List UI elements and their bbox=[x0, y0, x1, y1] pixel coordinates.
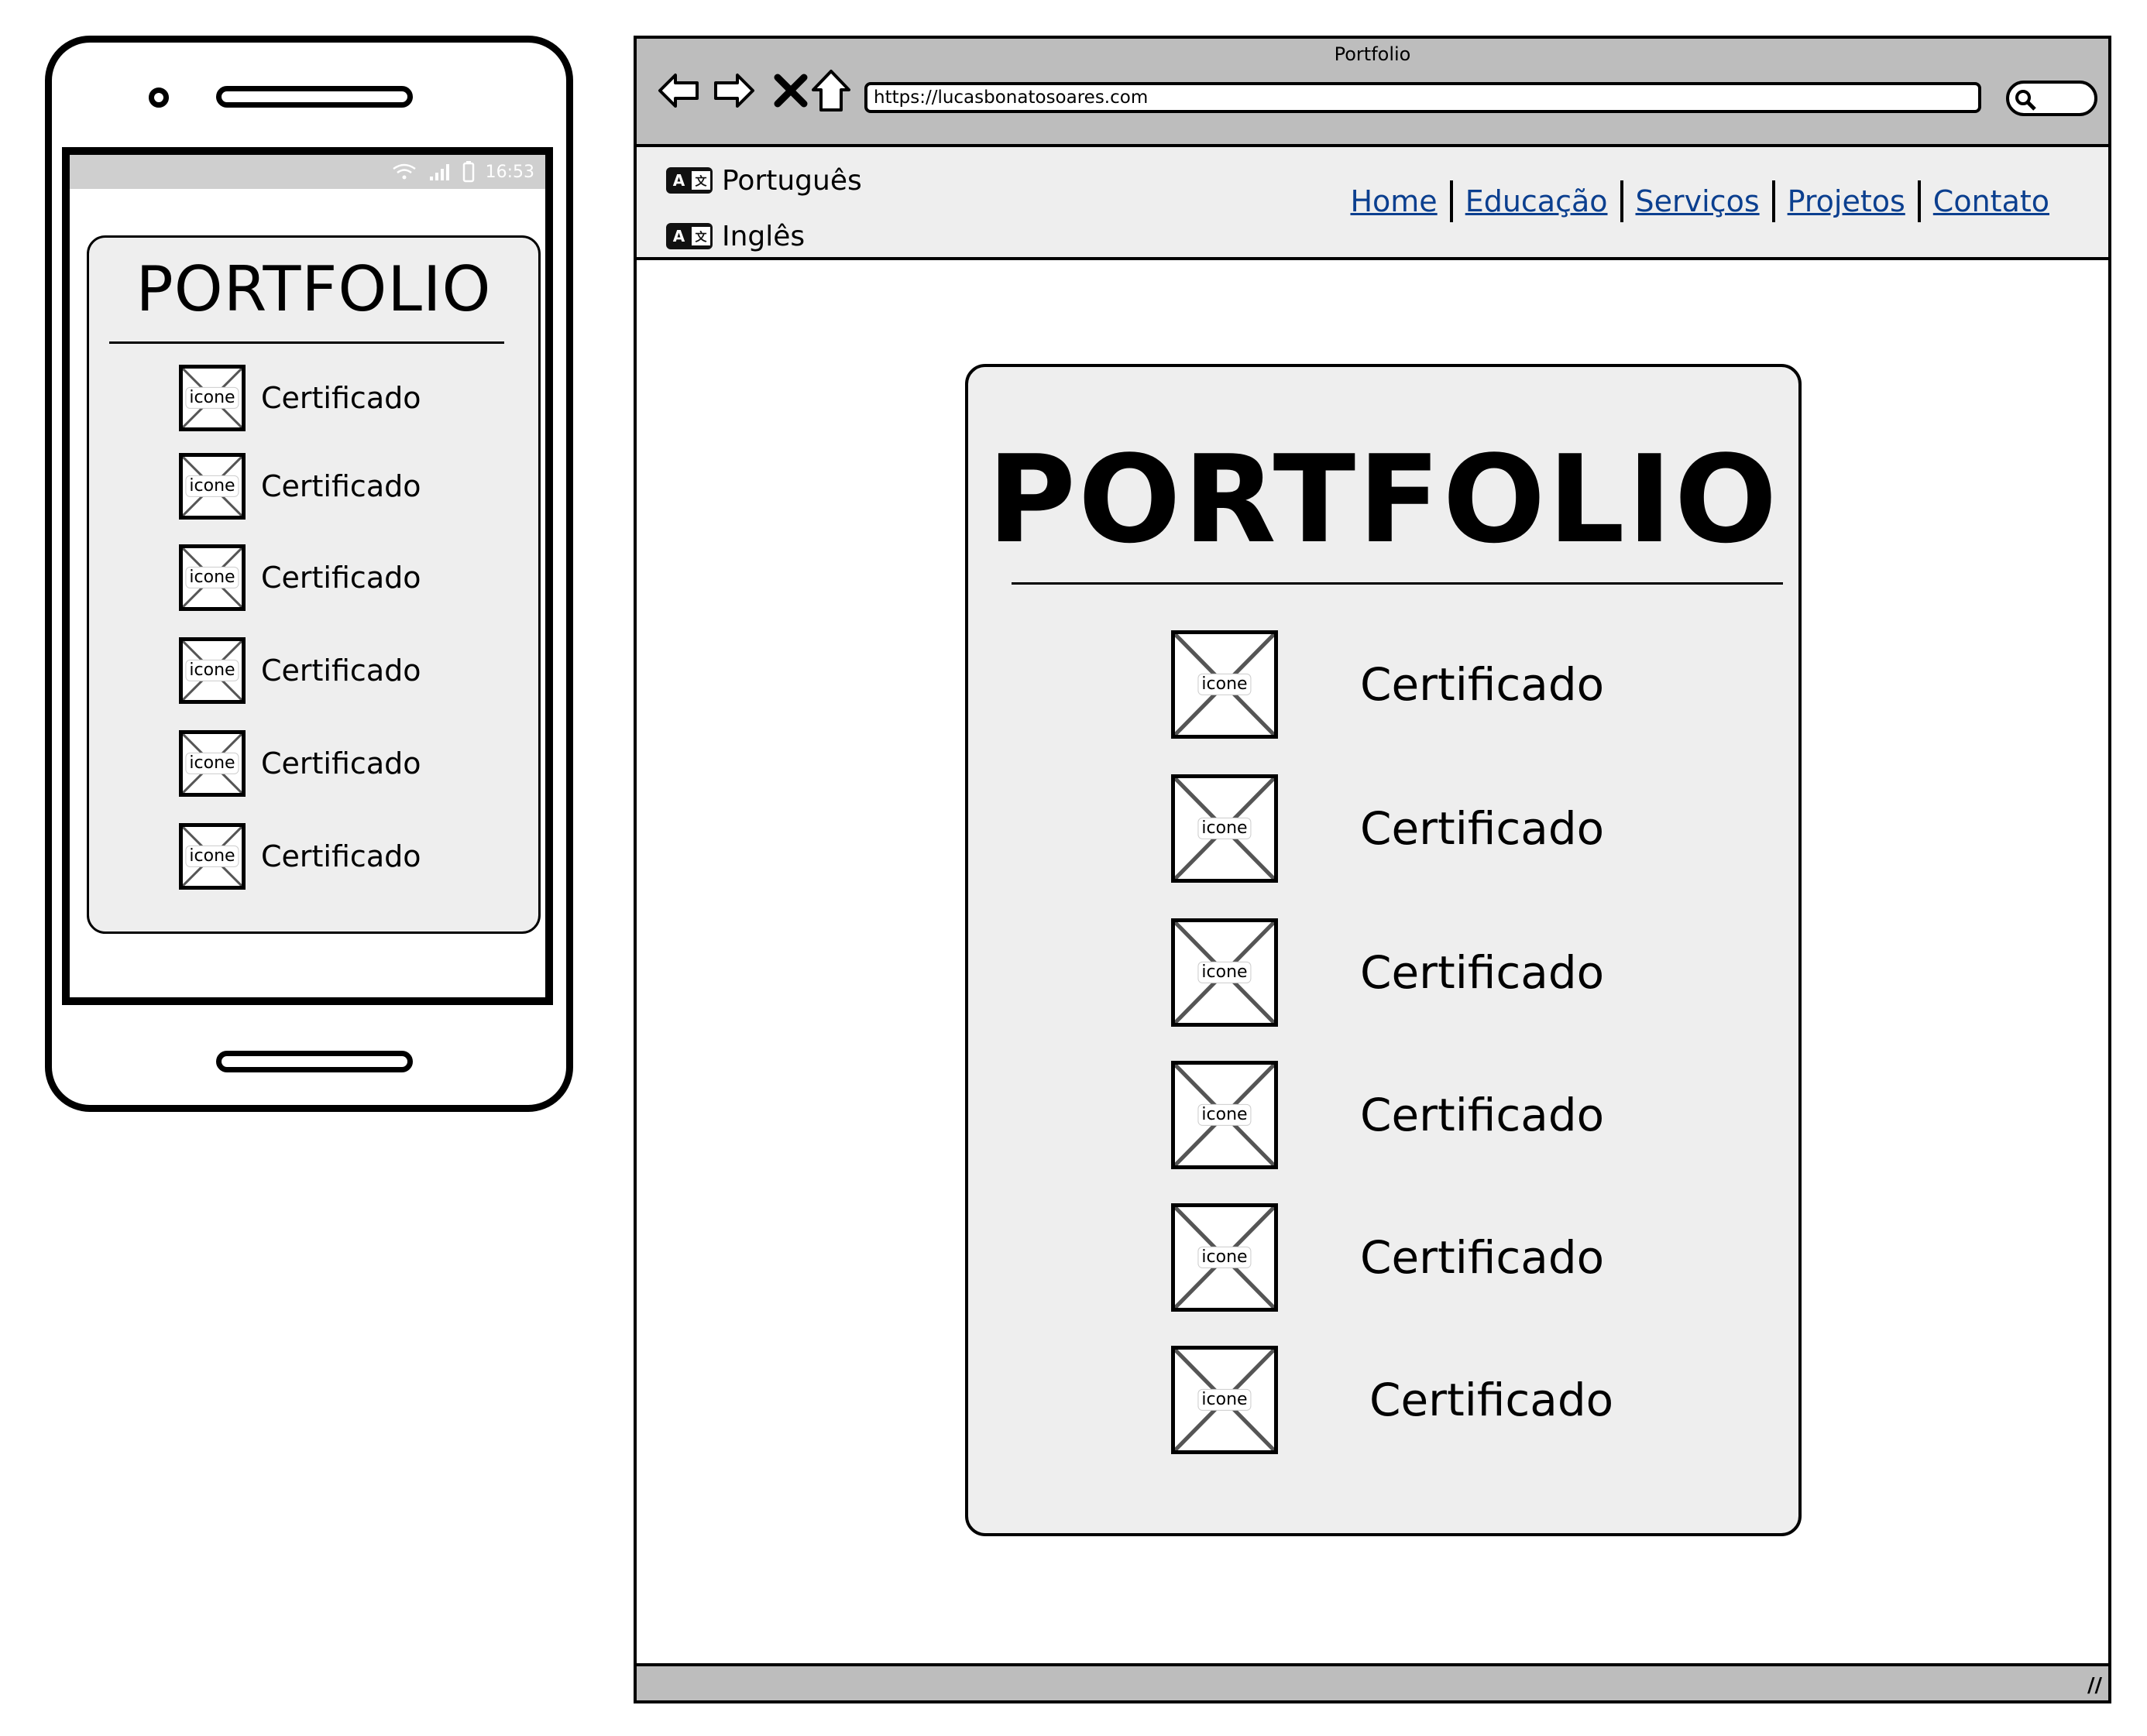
image-placeholder-icon: icone bbox=[1171, 630, 1278, 739]
icon-caption: icone bbox=[1197, 1388, 1252, 1412]
phone-list-item[interactable]: icone Certificado bbox=[179, 822, 489, 891]
search-icon bbox=[2015, 90, 2036, 111]
window-title: Portfolio bbox=[1334, 43, 1411, 65]
image-placeholder-icon: icone bbox=[179, 453, 246, 520]
back-arrow-icon[interactable] bbox=[657, 68, 702, 113]
certificate-list-item[interactable]: icone Certificado bbox=[1171, 1346, 1713, 1454]
phone-screen: 16:53 PORTFOLIO icone Certificado icone … bbox=[62, 147, 553, 1005]
icon-caption: icone bbox=[185, 752, 239, 775]
certificate-list-item[interactable]: icone Certificado bbox=[1171, 630, 1713, 739]
phone-title-divider bbox=[109, 341, 504, 344]
icon-caption: icone bbox=[1197, 961, 1252, 984]
icon-caption: icone bbox=[1197, 1103, 1252, 1127]
certificate-label: Certificado bbox=[1360, 1231, 1605, 1284]
status-time: 16:53 bbox=[485, 162, 534, 182]
main-navigation: Home Educação Serviços Projetos Contato bbox=[1338, 180, 2062, 223]
forward-arrow-icon[interactable] bbox=[711, 68, 756, 113]
image-placeholder-icon: icone bbox=[179, 544, 246, 611]
url-bar[interactable]: https://lucasbonatosoares.com bbox=[864, 82, 1981, 113]
home-icon[interactable] bbox=[809, 68, 854, 113]
portfolio-card: PORTFOLIO icone Certificado icone Certif… bbox=[965, 364, 1802, 1536]
certificate-label: Certificado bbox=[261, 746, 421, 781]
icon-caption: icone bbox=[185, 845, 239, 868]
certificate-label: Certificado bbox=[261, 839, 421, 873]
certificate-label: Certificado bbox=[261, 381, 421, 415]
page-title: PORTFOLIO bbox=[987, 429, 1780, 570]
language-label: Português bbox=[722, 164, 862, 197]
icon-caption: icone bbox=[185, 659, 239, 682]
phone-status-bar: 16:53 bbox=[70, 155, 545, 189]
nav-separator bbox=[1620, 180, 1623, 222]
certificate-list-item[interactable]: icone Certificado bbox=[1171, 1061, 1713, 1169]
nav-separator bbox=[1449, 180, 1453, 222]
image-placeholder-icon: icone bbox=[1171, 918, 1278, 1027]
icon-caption: icone bbox=[185, 475, 239, 498]
icon-caption: icone bbox=[185, 566, 239, 589]
image-placeholder-icon: icone bbox=[1171, 1346, 1278, 1454]
phone-list-item[interactable]: icone Certificado bbox=[179, 363, 489, 433]
certificate-label: Certificado bbox=[261, 654, 421, 688]
title-divider bbox=[1012, 582, 1783, 585]
phone-list-item[interactable]: icone Certificado bbox=[179, 543, 489, 612]
nav-separator bbox=[1917, 180, 1921, 222]
icon-caption: icone bbox=[1197, 1246, 1252, 1269]
nav-link-home[interactable]: Home bbox=[1350, 184, 1438, 218]
language-label: Inglês bbox=[722, 220, 806, 252]
certificate-list-item[interactable]: icone Certificado bbox=[1171, 918, 1713, 1027]
nav-link-educacao[interactable]: Educação bbox=[1465, 184, 1608, 218]
phone-list-item[interactable]: icone Certificado bbox=[179, 451, 489, 521]
phone-page-title: PORTFOLIO bbox=[136, 253, 492, 325]
phone-list-item[interactable]: icone Certificado bbox=[179, 636, 489, 705]
certificate-list-item[interactable]: icone Certificado bbox=[1171, 1203, 1713, 1312]
phone-list-item[interactable]: icone Certificado bbox=[179, 729, 489, 798]
certificate-label: Certificado bbox=[1360, 1089, 1605, 1141]
nav-link-contato[interactable]: Contato bbox=[1932, 184, 2049, 218]
icon-caption: icone bbox=[185, 386, 239, 410]
close-icon[interactable] bbox=[768, 68, 813, 113]
image-placeholder-icon: icone bbox=[179, 637, 246, 704]
image-placeholder-icon: icone bbox=[179, 823, 246, 890]
icon-caption: icone bbox=[1197, 817, 1252, 840]
certificate-label: Certificado bbox=[261, 561, 421, 595]
phone-speaker bbox=[216, 86, 413, 108]
search-button[interactable] bbox=[2006, 81, 2097, 116]
phone-portfolio-card: PORTFOLIO icone Certificado icone Certif… bbox=[87, 235, 541, 934]
phone-camera bbox=[149, 87, 169, 108]
browser-status-bar: // bbox=[637, 1663, 2108, 1700]
nav-link-servicos[interactable]: Serviços bbox=[1635, 184, 1760, 218]
wifi-icon bbox=[392, 163, 416, 180]
icon-caption: icone bbox=[1197, 673, 1252, 696]
certificate-label: Certificado bbox=[1360, 658, 1605, 711]
image-placeholder-icon: icone bbox=[179, 730, 246, 797]
certificate-list-item[interactable]: icone Certificado bbox=[1171, 774, 1713, 883]
browser-window: Portfolio https://lucasbonatosoares.com … bbox=[634, 36, 2111, 1703]
certificate-label: Certificado bbox=[1360, 802, 1605, 855]
certificate-label: Certificado bbox=[1360, 946, 1605, 999]
nav-link-projetos[interactable]: Projetos bbox=[1787, 184, 1905, 218]
image-placeholder-icon: icone bbox=[1171, 1203, 1278, 1312]
phone-home-button[interactable] bbox=[216, 1051, 413, 1072]
image-placeholder-icon: icone bbox=[179, 365, 246, 431]
image-placeholder-icon: icone bbox=[1171, 774, 1278, 883]
browser-toolbar: Portfolio https://lucasbonatosoares.com bbox=[637, 39, 2108, 147]
resize-grip-icon[interactable]: // bbox=[2087, 1674, 2102, 1697]
certificate-label: Certificado bbox=[261, 469, 421, 503]
battery-icon bbox=[462, 161, 474, 183]
nav-separator bbox=[1771, 180, 1775, 222]
image-placeholder-icon: icone bbox=[1171, 1061, 1278, 1169]
signal-icon bbox=[429, 164, 449, 180]
certificate-label: Certificado bbox=[1369, 1374, 1614, 1426]
